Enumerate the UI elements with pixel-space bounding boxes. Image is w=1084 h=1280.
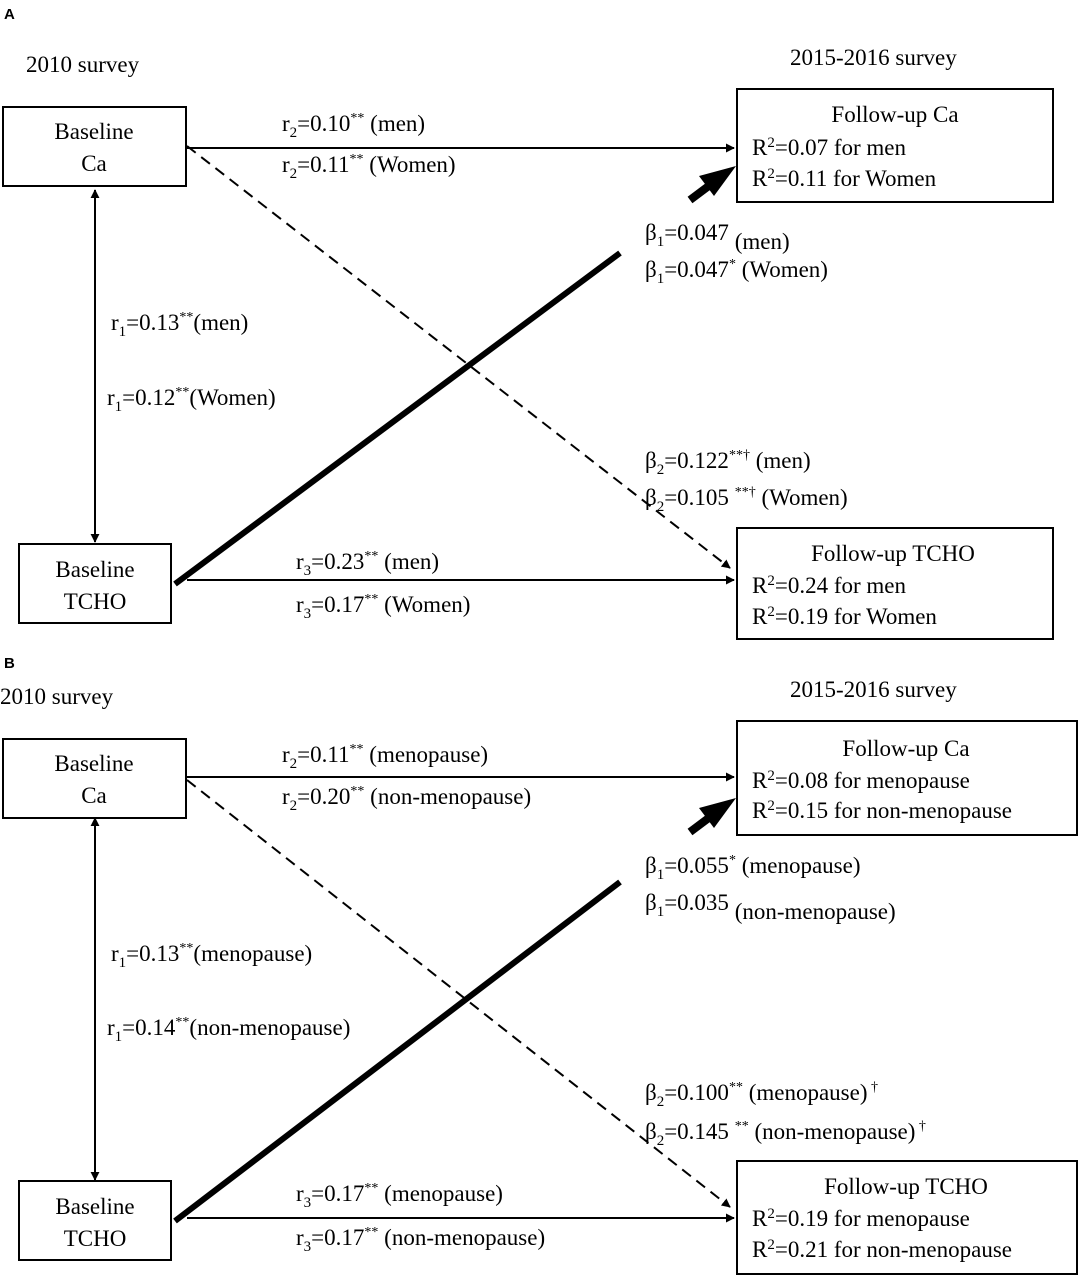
beta2-dashed-arrow [186, 145, 731, 569]
r3-label-2: r3=0.17** (Women) [296, 592, 470, 622]
box-title: Follow-up TCHO [811, 541, 975, 566]
r2-stat: R2=0.08 for menopause [752, 768, 970, 793]
followup-ca-box: Follow-up Ca R2=0.07 for men R2=0.11 for… [736, 88, 1054, 203]
box-line: Ca [81, 783, 107, 808]
left-survey-label: 2010 survey [26, 52, 140, 77]
r1-label-1: r1=0.13**(menopause) [111, 941, 312, 971]
r1-label-2: r1=0.12**(Women) [107, 385, 276, 415]
beta1-label-2: β1=0.035 (non-menopause) [645, 890, 896, 924]
beta2-label-1: β2=0.122**† (men) [645, 448, 811, 478]
beta1-label-2: β1=0.047* (Women) [645, 257, 828, 287]
r2-label-1: r2=0.10** (men) [282, 111, 425, 141]
box-title: Follow-up Ca [831, 102, 958, 127]
beta2-dashed-arrow [186, 779, 731, 1208]
r2-stat: R2=0.15 for non-menopause [752, 798, 1012, 823]
beta1-label-1: β1=0.055* (menopause) [645, 853, 860, 883]
panel-letter: B [4, 655, 15, 672]
box-line: TCHO [64, 1226, 127, 1251]
right-survey-label: 2015-2016 survey [790, 45, 957, 70]
box-line: Baseline [55, 1194, 134, 1219]
r2-stat: R2=0.19 for menopause [752, 1206, 970, 1231]
beta1-thick-line [173, 250, 622, 587]
box-title: Follow-up Ca [842, 736, 969, 761]
beta1-thick-line [173, 879, 622, 1224]
panel-a: A 2010 survey 2015-2016 survey Baseline … [2, 6, 1054, 640]
left-survey-label: 2010 survey [0, 684, 114, 709]
r3-label-1: r3=0.17** (menopause) [296, 1181, 503, 1211]
r2-stat: R2=0.21 for non-menopause [752, 1237, 1012, 1262]
followup-tcho-box: Follow-up TCHO R2=0.24 for men R2=0.19 f… [736, 527, 1054, 640]
box-line: TCHO [64, 589, 127, 614]
box-line: Baseline [54, 119, 133, 144]
followup-ca-box: Follow-up Ca R2=0.08 for menopause R2=0.… [736, 720, 1078, 836]
baseline-ca-box: Baseline Ca [2, 738, 187, 819]
followup-tcho-box: Follow-up TCHO R2=0.19 for menopause R2=… [736, 1160, 1078, 1275]
r3-label-2: r3=0.17** (non-menopause) [296, 1225, 545, 1255]
box-title: Follow-up TCHO [824, 1174, 988, 1199]
r2-label-2: r2=0.20** (non-menopause) [282, 784, 531, 814]
panel-letter: A [4, 6, 15, 23]
beta2-label-1: β2=0.100** (menopause) † [645, 1080, 878, 1110]
r1-label-2: r1=0.14**(non-menopause) [107, 1015, 350, 1045]
beta2-label-2: β2=0.105 **† (Women) [645, 485, 848, 515]
r2-label-1: r2=0.11** (menopause) [282, 742, 488, 772]
beta1-thick-arrowhead [699, 798, 736, 828]
box-line: Ca [81, 151, 107, 176]
r1-label-1: r1=0.13**(men) [111, 310, 248, 340]
beta1-label-1: β1=0.047 (men) [645, 220, 790, 254]
r2-stat: R2=0.24 for men [752, 573, 906, 598]
baseline-tcho-box: Baseline TCHO [18, 543, 172, 624]
r3-label-1: r3=0.23** (men) [296, 549, 439, 579]
box-line: Baseline [54, 751, 133, 776]
r2-label-2: r2=0.11** (Women) [282, 152, 456, 182]
baseline-ca-box: Baseline Ca [2, 106, 187, 187]
r2-stat: R2=0.07 for men [752, 135, 906, 160]
panel-b: B 2010 survey 2015-2016 survey Baseline … [0, 655, 1078, 1275]
beta1-thick-arrowhead [699, 166, 736, 196]
r2-stat: R2=0.11 for Women [752, 166, 937, 191]
r2-stat: R2=0.19 for Women [752, 604, 937, 629]
baseline-tcho-box: Baseline TCHO [18, 1180, 172, 1261]
box-line: Baseline [55, 557, 134, 582]
beta2-label-2: β2=0.145 ** (non-menopause) † [645, 1119, 926, 1149]
right-survey-label: 2015-2016 survey [790, 677, 957, 702]
